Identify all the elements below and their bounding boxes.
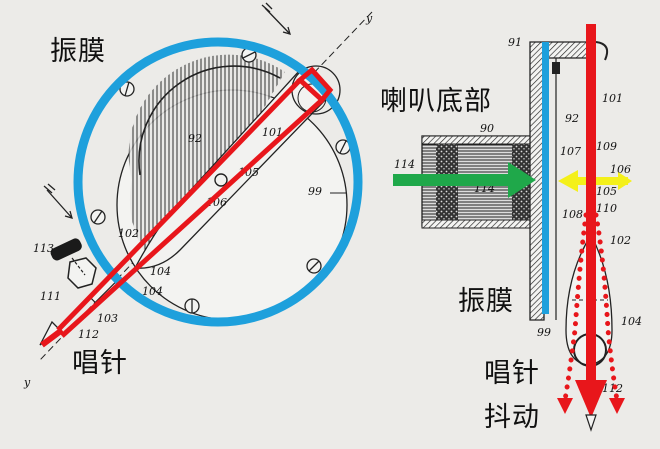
label-stylus-front: 唱针 — [72, 348, 128, 379]
label-diaphragm-side: 振膜 — [458, 286, 514, 317]
side-needle-tip — [585, 414, 597, 432]
label-stylus-vibration: 抖动 — [484, 402, 540, 433]
side-view: 91 101 92 90 109 107 106 114 114 105 110… — [393, 24, 642, 432]
ref-112-side: 112 — [602, 382, 623, 395]
ref-111: 111 — [40, 290, 61, 303]
sound-flow-arrow — [393, 162, 536, 198]
ref-112: 112 — [78, 328, 99, 341]
ref-113: 113 — [33, 242, 54, 255]
ref-104-a: 104 — [150, 265, 171, 278]
ref-108: 108 — [562, 208, 583, 221]
ref-102-side: 102 — [610, 234, 631, 247]
ref-101: 101 — [262, 126, 283, 139]
axis-label-bottom: y — [23, 376, 31, 389]
label-horn-base: 喇叭底部 — [380, 86, 492, 117]
ref-91: 91 — [508, 36, 522, 49]
ref-107: 107 — [560, 145, 581, 158]
ref-104-b: 104 — [142, 285, 163, 298]
ref-109: 109 — [596, 140, 617, 153]
ref-92-side: 92 — [565, 112, 579, 125]
ref-101-side: 101 — [602, 92, 623, 105]
stylus-oscillation-paths — [562, 212, 620, 403]
ref-103: 103 — [97, 312, 118, 325]
stylus-arm-highlight — [56, 66, 334, 338]
section-arrow-top — [261, 2, 291, 35]
ref-92: 92 — [188, 132, 202, 145]
ref-104-side: 104 — [621, 315, 642, 328]
ref-99-side: 99 — [537, 326, 551, 339]
vibration-arrow — [558, 170, 632, 192]
ref-102: 102 — [118, 227, 139, 240]
thumb-screw — [50, 238, 97, 289]
label-stylus-side: 唱针 — [484, 358, 540, 389]
diaphragm-highlight-circle — [73, 37, 363, 327]
axis-label-top: y — [365, 12, 373, 25]
ref-114-a: 114 — [394, 158, 415, 171]
ref-110: 110 — [596, 202, 617, 215]
ref-90: 90 — [480, 122, 494, 135]
front-view: y y — [23, 2, 373, 389]
diaphragm-highlight-bar — [542, 42, 549, 314]
ref-99: 99 — [308, 185, 322, 198]
stylus-vibration-main-arrow — [575, 24, 607, 418]
oscillation-arrow-right — [609, 398, 625, 414]
ref-105-side: 105 — [596, 185, 617, 198]
label-diaphragm-front: 振膜 — [50, 36, 106, 67]
oscillation-arrow-left — [557, 398, 573, 414]
ref-106-side: 106 — [610, 163, 631, 176]
diaphragm-shading — [128, 54, 285, 261]
section-arrow-left — [43, 183, 73, 219]
